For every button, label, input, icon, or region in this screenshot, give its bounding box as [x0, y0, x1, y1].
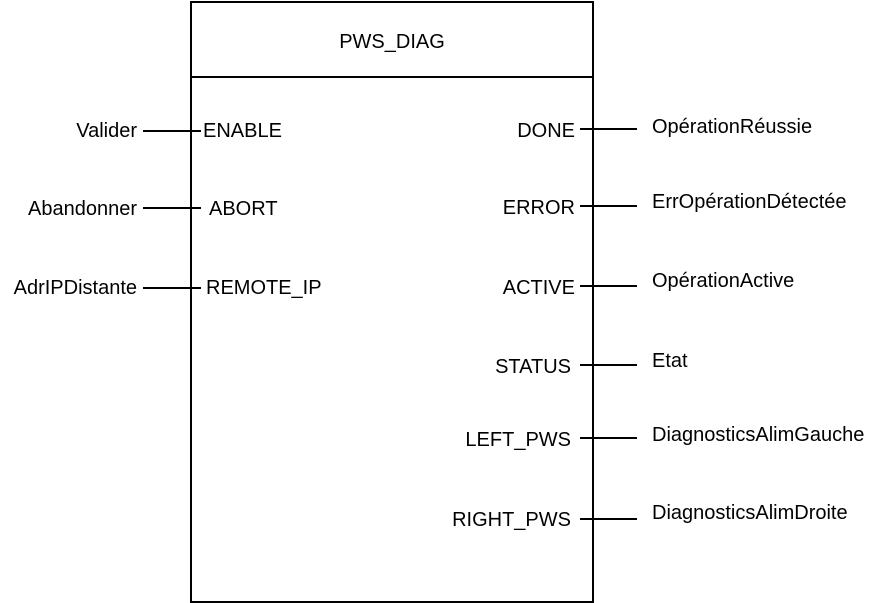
output-pin-active: ACTIVE — [502, 277, 575, 299]
output-pin-right-pws: RIGHT_PWS — [452, 509, 571, 531]
input-pin-enable: ENABLE — [203, 120, 282, 142]
output-pin-left-pws: LEFT_PWS — [465, 429, 571, 451]
output-variable-left-pws: DiagnosticsAlimGauche — [652, 424, 865, 446]
output-connector-active — [580, 285, 637, 287]
input-connector-abort — [143, 207, 201, 209]
input-variable-abort: Abandonner — [28, 198, 137, 220]
input-variable-remote-ip: AdrIPDistante — [13, 277, 137, 299]
input-pin-remote-ip: REMOTE_IP — [206, 277, 322, 299]
output-pin-error: ERROR — [502, 197, 575, 219]
output-variable-status: Etat — [652, 350, 688, 372]
input-connector-enable — [143, 130, 201, 132]
input-variable-enable: Valider — [76, 120, 137, 142]
output-pin-status: STATUS — [495, 356, 571, 378]
output-variable-right-pws: DiagnosticsAlimDroite — [652, 502, 848, 524]
output-connector-status — [580, 364, 637, 366]
block-header: PWS_DIAG — [192, 3, 592, 78]
output-variable-active: OpérationActive — [652, 270, 795, 292]
input-pin-abort: ABORT — [209, 198, 278, 220]
block-title: PWS_DIAG — [339, 31, 445, 53]
output-variable-error: ErrOpérationDétectée — [652, 191, 847, 213]
output-connector-left-pws — [580, 437, 637, 439]
output-connector-error — [580, 205, 637, 207]
output-connector-done — [580, 128, 637, 130]
input-connector-remote-ip — [143, 287, 201, 289]
output-pin-done: DONE — [517, 120, 575, 142]
output-variable-done: OpérationRéussie — [652, 116, 813, 138]
output-connector-right-pws — [580, 518, 637, 520]
